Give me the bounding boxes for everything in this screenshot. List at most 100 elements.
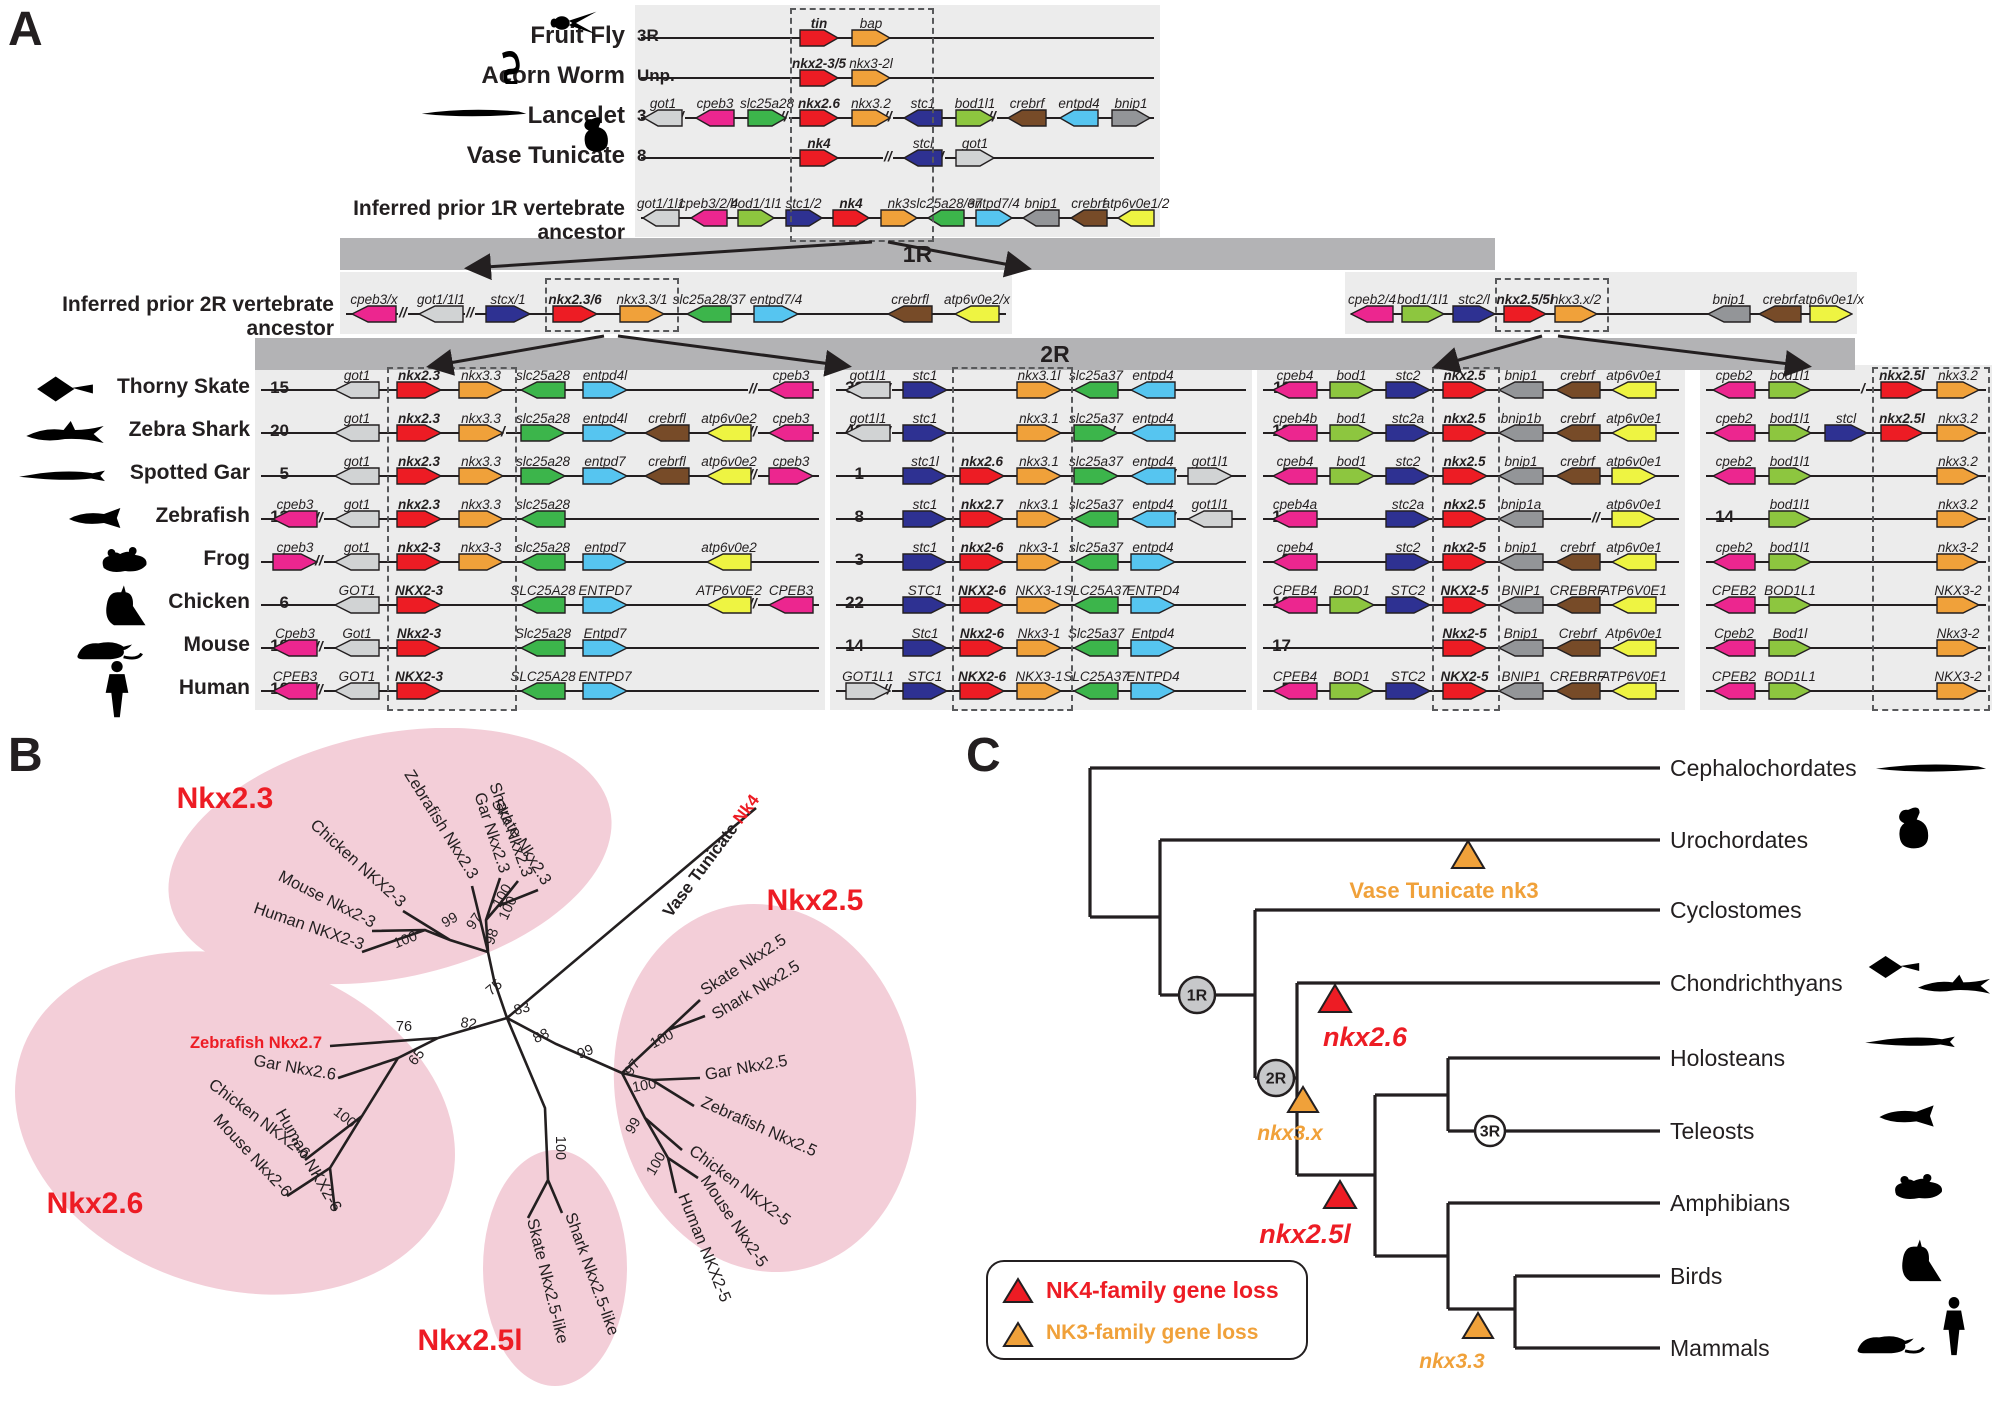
gene-arrow-stc1l	[902, 466, 948, 486]
gene-label: nkx3.1	[1019, 497, 1059, 512]
chromosome-number: 3	[854, 550, 864, 569]
gene-arrow-bod1l1	[1768, 466, 1812, 486]
bootstrap-value: 97	[622, 1057, 644, 1079]
gene-label: NKX3-2	[1934, 583, 1982, 598]
gene-label: nkx3-1	[1018, 540, 1060, 555]
gene-arrow-NKX3-1	[1016, 681, 1062, 701]
taxon-label: Mammals	[1670, 1335, 1770, 1361]
wgd-node-1r: 1R	[1177, 975, 1217, 1015]
mammal-human-icon	[1938, 1296, 1970, 1358]
gene-label: stc2	[1395, 368, 1421, 383]
gene-label: atp6v0e1	[1606, 368, 1662, 383]
gene-arrow-stc1/2	[784, 208, 823, 228]
panel-b-label: B	[8, 729, 43, 782]
gene-label: bod1l1	[954, 96, 996, 111]
gene-arrow-stc2	[1385, 380, 1431, 400]
gene-label: bod1/1l1	[1397, 292, 1449, 307]
gene-label: bnip1	[1024, 196, 1058, 211]
tree-branch	[506, 807, 757, 1019]
gene-arrow-got1	[334, 423, 380, 443]
chromosome-line	[1706, 518, 1986, 520]
gene-arrow-got1	[334, 466, 380, 486]
gene-arrow-nkx3-1	[1016, 552, 1062, 572]
gene-label: nkx3.1	[1019, 411, 1059, 426]
gene-arrow-Bnip1	[1498, 638, 1544, 658]
gene-arrow-slc25a37	[1073, 509, 1119, 529]
gene-label: slc25a28	[515, 454, 571, 469]
gene-arrow-NKX3-1	[1016, 595, 1062, 615]
gene-label: bnip1a	[1500, 497, 1542, 512]
gene-label: crebrfl	[891, 292, 929, 307]
gene-label: entpd7/4	[749, 292, 803, 307]
gene-arrow-NKX3-2	[1936, 681, 1980, 701]
gene-label: cpeb3/2/4	[678, 196, 739, 211]
gene-label: STC1	[907, 583, 943, 598]
gene-label: BOD1	[1333, 669, 1370, 684]
gene-arrow-Entpd7	[582, 638, 628, 658]
outgroup-species-text: Vase Tunicate	[659, 816, 745, 921]
gene-label: crebrf	[1009, 96, 1045, 111]
chromosome-line	[641, 157, 1154, 159]
gene-label: Nkx2-3	[396, 626, 442, 641]
gene-arrow-cpeb3	[768, 380, 814, 400]
gene-arrow-slc25a37	[1073, 423, 1119, 443]
chromosome-number: 1	[854, 464, 864, 483]
gene-label: atp6v0e2	[701, 411, 757, 426]
taxon-label: Teleosts	[1670, 1118, 1754, 1144]
gene-loss-label: nkx3.3	[1419, 1350, 1485, 1373]
gene-arrow-entpd4	[1130, 552, 1176, 572]
gene-label: Nkx3-2	[1936, 626, 1980, 641]
gene-arrow-STC2	[1385, 681, 1431, 701]
gene-label: bod1l1	[1769, 454, 1811, 469]
wgd-node-text: 2R	[1266, 1071, 1287, 1088]
gene-label: BNIP1	[1501, 669, 1541, 684]
gene-label: nkx2.6	[960, 454, 1004, 469]
gene-arrow-bod1l1	[1768, 552, 1812, 572]
gene-label: SLC25A37	[1063, 669, 1129, 684]
gene-arrow-SLC25A37	[1073, 681, 1119, 701]
gene-family-cluster-blob	[483, 1150, 627, 1386]
synteny-gap-mark: /	[500, 423, 506, 439]
nkx-ortholog-dashed-box	[1432, 367, 1500, 711]
gene-arrow-nkx3.x/2	[1554, 304, 1598, 324]
gene-arrow-nkx3.3	[458, 466, 504, 486]
gene-arrow-crebrfl	[887, 304, 933, 324]
gene-family-cluster-blob	[168, 728, 612, 985]
species-label-zebrafish: Zebrafish	[155, 504, 250, 527]
gene-arrow-bod1l1	[1768, 423, 1812, 443]
gene-label: bnip1	[1712, 292, 1746, 307]
gene-arrow-slc25a28/37	[686, 304, 732, 324]
gene-arrow-cpeb4	[1272, 466, 1318, 486]
gene-label: nkx2.3	[397, 454, 441, 469]
gene-label: BOD1	[1333, 583, 1370, 598]
gene-label: slc25a28	[515, 368, 571, 383]
gene-arrow-CPEB2	[1712, 681, 1756, 701]
gene-label: nkx3.2	[1938, 497, 1978, 512]
gene-arrow-Slc25a28	[520, 638, 566, 658]
urochordate-icon	[1890, 806, 1932, 856]
zebrafish-icon	[62, 503, 132, 533]
gene-arrow-cpeb3/x	[351, 304, 397, 324]
gene-label: nkx2-3	[397, 540, 441, 555]
gene-label: bnip1	[1504, 454, 1538, 469]
band-2r: 2R	[255, 338, 1855, 370]
gene-label: CREBRF	[1549, 669, 1606, 684]
gene-arrow-BOD1	[1328, 595, 1375, 615]
gene-label: atp6v0e2/x	[943, 292, 1011, 307]
bootstrap-value: 97	[464, 911, 486, 933]
synteny-gap-mark: //	[314, 509, 324, 525]
bootstrap-value: 88	[531, 1026, 552, 1047]
gene-arrow-NKX2-3	[396, 681, 442, 701]
chromosome-line	[1706, 475, 1986, 477]
cluster-label-nkx25: Nkx2.5	[767, 884, 864, 917]
gene-arrow-bod1	[1328, 380, 1375, 400]
gene-arrow-CPEB4	[1272, 595, 1318, 615]
chromosome-number: 3	[637, 106, 647, 125]
species-label-human: Human	[178, 676, 250, 699]
synteny-gap-mark: //	[748, 466, 758, 482]
teleost-icon	[1872, 1100, 1946, 1132]
gene-arrow-atp6v0e1	[1611, 466, 1657, 486]
gene-arrow-bod1l1	[1768, 380, 1812, 400]
gene-arrow-nkx2-3/5	[799, 68, 839, 88]
